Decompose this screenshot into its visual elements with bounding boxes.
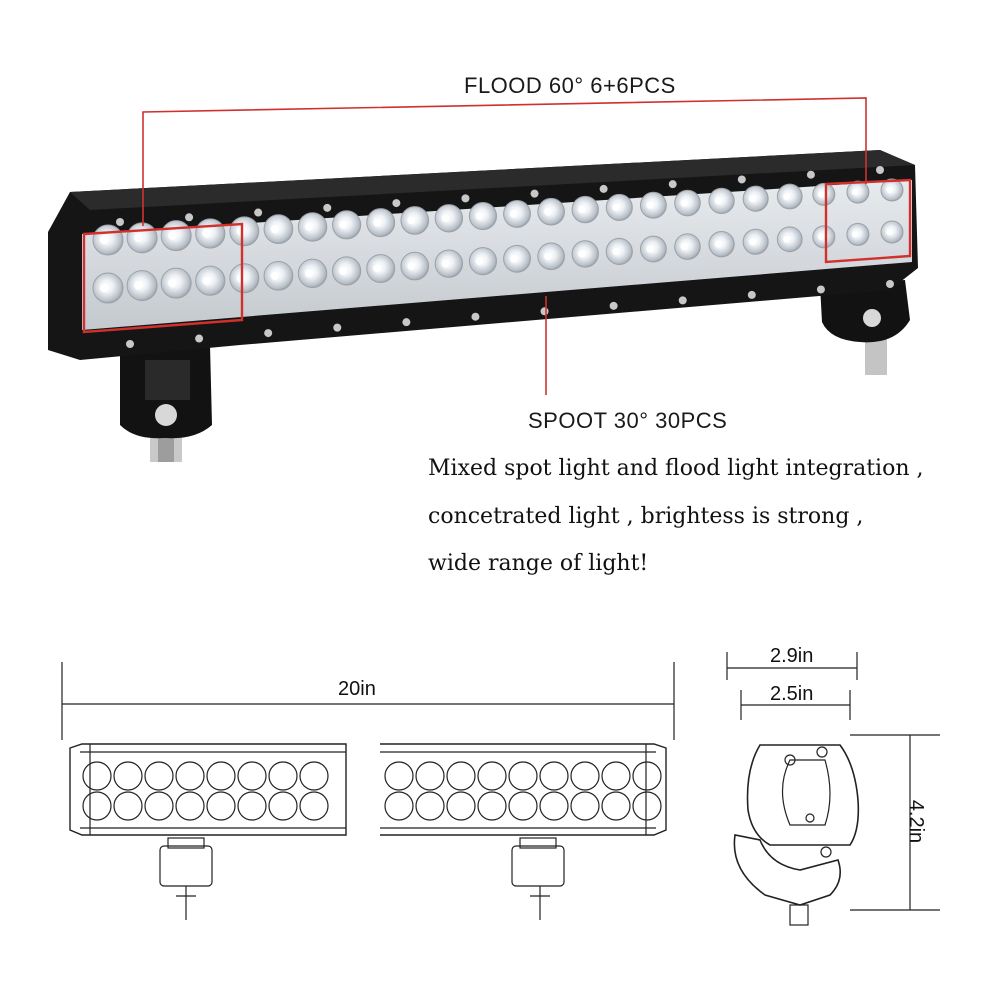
side-profile-holes [784, 746, 832, 858]
housing-screws [116, 166, 894, 348]
light-bar-photo [48, 97, 918, 462]
description-line-2: concetrated light , brightess is strong … [428, 504, 864, 529]
left-bracket [120, 345, 212, 462]
description-line-1: Mixed spot light and flood light integra… [428, 456, 924, 481]
flood-callout-label: FLOOD 60° 6+6PCS [464, 73, 676, 98]
side-profile [746, 744, 860, 846]
dimension-width-outer: 2.9in [770, 645, 814, 667]
dimension-width-inner: 2.5in [770, 683, 814, 705]
description-line-3: wide range of light! [428, 551, 649, 576]
bar-drawing-right [380, 743, 667, 836]
dimension-height: 4.2in [905, 799, 928, 844]
bar-drawing-leds [82, 761, 662, 821]
spot-callout-label: SPOOT 30° 30PCS [528, 408, 728, 433]
dimension-length: 20in [338, 678, 376, 700]
right-bracket [820, 280, 910, 375]
dimension-drawing [61, 652, 940, 926]
flood-callout-lines [82, 97, 912, 334]
led-panel [82, 180, 912, 330]
bar-drawing-left [69, 743, 347, 836]
